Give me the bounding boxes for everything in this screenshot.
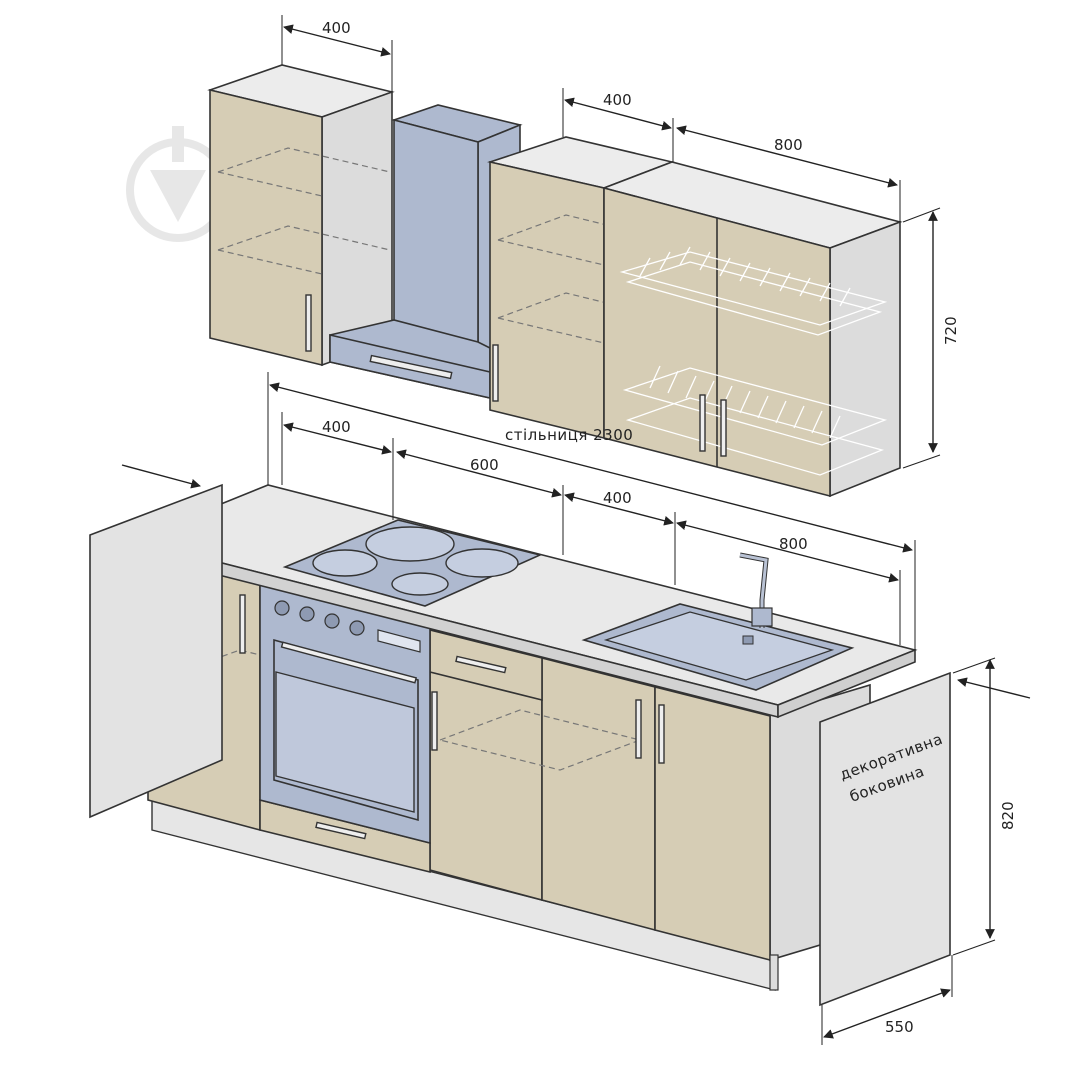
upper-cabinet-left bbox=[207, 64, 395, 367]
handle-icon bbox=[431, 691, 438, 751]
arrow-icon bbox=[121, 464, 201, 489]
handle-icon bbox=[699, 394, 706, 452]
dim-bottom-3: 400 bbox=[603, 489, 632, 507]
burner-icon bbox=[365, 526, 455, 562]
dim-bottom-height: 820 bbox=[999, 801, 1017, 830]
leg bbox=[769, 954, 779, 991]
burner-icon bbox=[312, 549, 378, 577]
dim-bottom-1: 400 bbox=[322, 418, 351, 436]
handle-icon bbox=[239, 594, 246, 654]
dim-top-left: 400 bbox=[322, 19, 351, 37]
handle-icon bbox=[315, 821, 367, 840]
display-icon bbox=[377, 629, 421, 653]
right-side-panel bbox=[819, 671, 951, 1007]
burner-icon bbox=[391, 572, 449, 596]
knob-icon bbox=[299, 606, 315, 622]
handle-icon bbox=[720, 399, 727, 457]
dim-side-depth: 550 bbox=[885, 1018, 914, 1036]
handle-icon bbox=[658, 704, 665, 764]
knob-icon bbox=[274, 600, 290, 616]
dim-top-height: 720 bbox=[942, 316, 960, 345]
countertop-label: стільниця 2300 bbox=[505, 426, 633, 444]
handle-icon bbox=[635, 699, 642, 759]
sink bbox=[581, 552, 855, 691]
knob-icon bbox=[324, 613, 340, 629]
dimension-lines bbox=[121, 15, 1031, 1045]
handle-icon bbox=[305, 294, 312, 352]
left-side-panel bbox=[89, 483, 223, 819]
knob-icon bbox=[349, 620, 365, 636]
dim-top-middle: 400 bbox=[603, 91, 632, 109]
range-hood bbox=[329, 104, 523, 399]
arrow-icon bbox=[957, 677, 1031, 699]
oven bbox=[259, 581, 431, 845]
dim-top-right: 800 bbox=[774, 136, 803, 154]
drain-icon bbox=[742, 635, 754, 645]
dim-bottom-2: 600 bbox=[470, 456, 499, 474]
upper-cabinet-right bbox=[601, 161, 903, 498]
dim-bottom-4: 800 bbox=[779, 535, 808, 553]
handle-icon bbox=[455, 655, 507, 674]
burner-icon bbox=[445, 548, 519, 578]
handle-icon bbox=[492, 344, 499, 402]
